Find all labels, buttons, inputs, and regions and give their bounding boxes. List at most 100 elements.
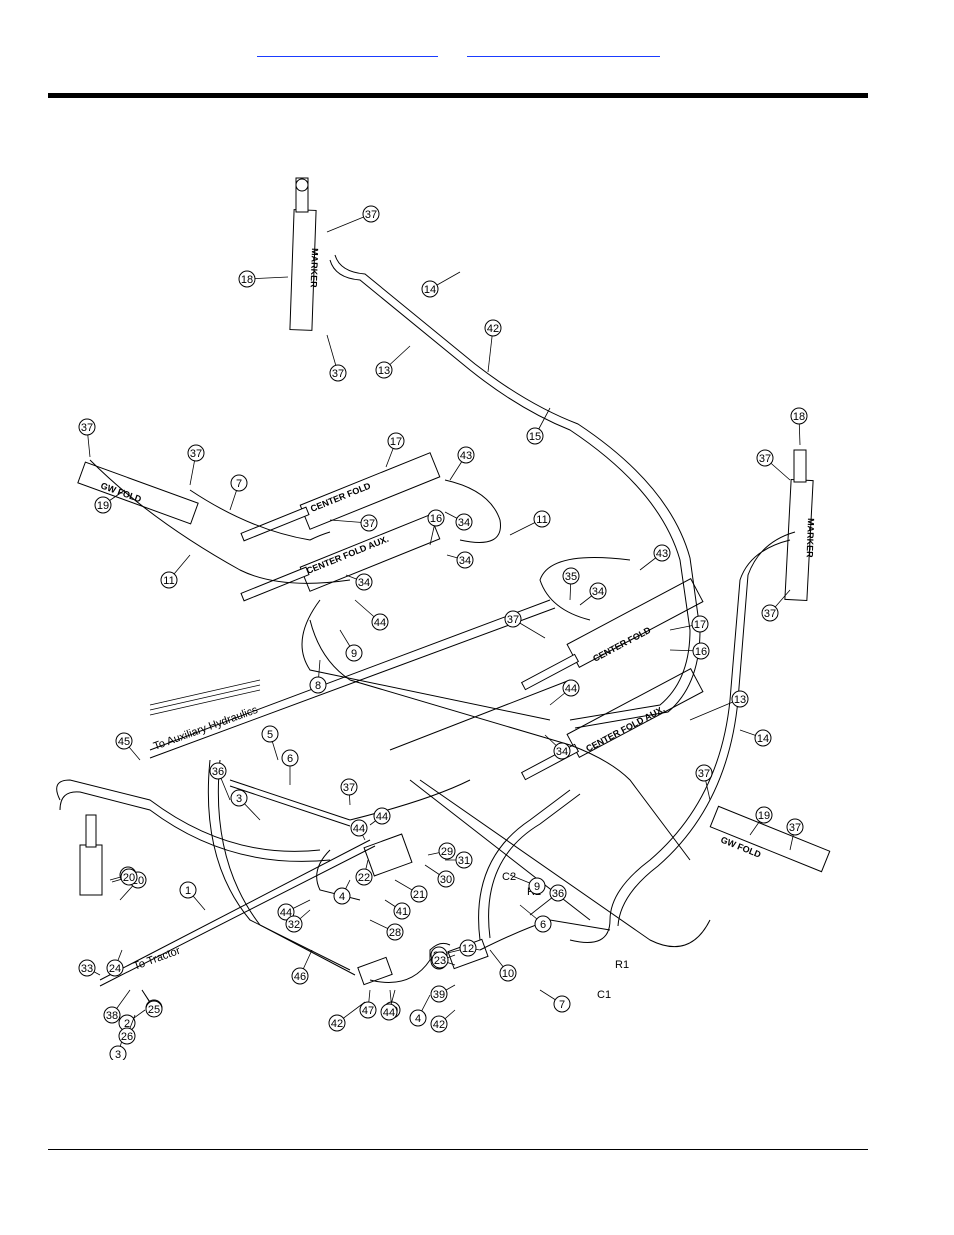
svg-text:26: 26 (121, 1031, 133, 1043)
callout-14: 14 (421, 271, 461, 298)
callout-37: 37 (504, 610, 546, 639)
svg-text:37: 37 (343, 782, 355, 794)
svg-text:19: 19 (758, 810, 770, 822)
svg-text:42: 42 (487, 323, 499, 335)
callout-44: 44 (350, 819, 368, 841)
svg-text:37: 37 (507, 614, 519, 626)
marker-cylinder-top (289, 177, 317, 331)
callout-16: 16 (669, 642, 710, 660)
svg-text:23: 23 (434, 955, 446, 967)
header-link-2[interactable] (467, 40, 660, 57)
svg-text:24: 24 (109, 963, 121, 975)
callout-34: 34 (579, 582, 607, 606)
callout-1: 1 (179, 881, 206, 911)
svg-text:16: 16 (430, 513, 442, 525)
callout-18: 18 (790, 407, 808, 446)
svg-text:38: 38 (106, 1010, 118, 1022)
callout-5: 5 (261, 725, 279, 761)
callout-9: 9 (339, 629, 363, 662)
marker-label-right: MARKER (805, 518, 816, 558)
svg-text:7: 7 (236, 478, 242, 490)
callout-17: 17 (385, 432, 405, 468)
callout-16: 16 (427, 509, 445, 546)
callout-37: 37 (695, 764, 713, 801)
svg-text:34: 34 (358, 577, 370, 589)
callout-7: 7 (229, 474, 248, 511)
svg-text:42: 42 (331, 1018, 343, 1030)
svg-text:44: 44 (376, 811, 388, 823)
callout-2: 2 (118, 1009, 146, 1032)
callout-28: 28 (369, 919, 404, 941)
header-link-1[interactable] (257, 40, 438, 57)
svg-text:9: 9 (351, 648, 357, 660)
callout-24: 24 (106, 949, 124, 977)
svg-text:36: 36 (552, 888, 564, 900)
svg-text:18: 18 (793, 411, 805, 423)
callout-42: 42 (484, 319, 502, 373)
callout-34: 34 (345, 573, 373, 591)
callout-6: 6 (281, 749, 299, 785)
svg-text:44: 44 (565, 683, 577, 695)
svg-text:37: 37 (81, 422, 93, 434)
svg-text:28: 28 (389, 927, 401, 939)
hose-lines (56, 254, 796, 987)
callout-34: 34 (446, 551, 474, 569)
svg-text:31: 31 (458, 855, 470, 867)
svg-text:10: 10 (502, 968, 514, 980)
svg-text:36: 36 (212, 766, 224, 778)
callout-44: 44 (354, 599, 389, 631)
callout-37: 37 (761, 589, 791, 622)
svg-text:43: 43 (656, 548, 668, 560)
callout-43: 43 (449, 446, 475, 481)
callout-32: 32 (285, 909, 311, 933)
svg-text:29: 29 (441, 846, 453, 858)
callout-37: 37 (326, 205, 380, 233)
hydraulic-parts-diagram: MARKER MARKER CENTER FOLD CENTER FOLD AU… (50, 160, 840, 1060)
callout-7: 7 (539, 989, 571, 1013)
callout-22: 22 (355, 859, 373, 886)
callout-37: 37 (78, 418, 96, 458)
svg-text:32: 32 (288, 919, 300, 931)
svg-text:37: 37 (363, 518, 375, 530)
svg-text:30: 30 (440, 874, 452, 886)
callout-9: 9 (509, 874, 546, 895)
callout-34: 34 (544, 734, 571, 760)
svg-text:20: 20 (123, 872, 135, 884)
svg-text:37: 37 (190, 448, 202, 460)
svg-text:34: 34 (592, 586, 604, 598)
callout-37: 37 (326, 334, 347, 382)
gw-fold-cylinder-right (709, 805, 831, 873)
callout-29: 29 (427, 842, 456, 860)
callout-41: 41 (384, 899, 411, 920)
callout-37: 37 (329, 514, 378, 532)
callout-17: 17 (669, 615, 709, 633)
svg-text:14: 14 (757, 733, 769, 745)
svg-text:37: 37 (365, 209, 377, 221)
callout-37: 37 (786, 818, 804, 851)
svg-text:45: 45 (118, 736, 130, 748)
svg-text:22: 22 (358, 872, 370, 884)
svg-text:17: 17 (694, 619, 706, 631)
svg-text:14: 14 (424, 284, 436, 296)
svg-text:35: 35 (565, 571, 577, 583)
svg-text:42: 42 (433, 1019, 445, 1031)
svg-text:34: 34 (459, 555, 471, 567)
callout-14: 14 (739, 729, 772, 747)
callout-20: 20 (111, 868, 138, 886)
svg-text:12: 12 (462, 943, 474, 955)
center-fold-aux-cylinder-lower (520, 667, 704, 781)
callout-44: 44 (277, 899, 311, 921)
svg-text:5: 5 (267, 729, 273, 741)
marker-cylinder-right (784, 449, 814, 602)
callout-4: 4 (333, 879, 351, 905)
svg-text:13: 13 (378, 365, 390, 377)
footer-rule (48, 1149, 868, 1150)
callout-11: 11 (160, 554, 191, 589)
callout-3: 3 (230, 789, 261, 821)
svg-text:1: 1 (185, 885, 191, 897)
callout-44: 44 (369, 807, 391, 826)
svg-text:15: 15 (529, 431, 541, 443)
callout-37: 37 (340, 778, 358, 806)
callout-36: 36 (209, 762, 231, 801)
svg-text:6: 6 (540, 919, 546, 931)
